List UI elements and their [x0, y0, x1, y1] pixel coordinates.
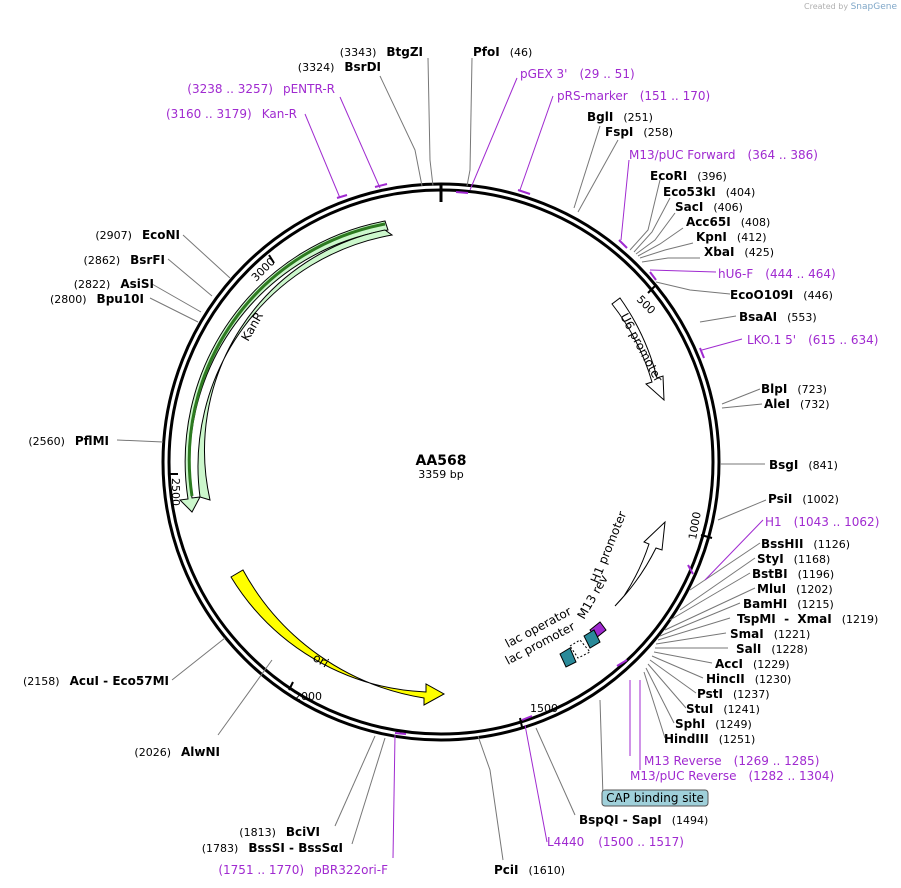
enzyme-label: TspMI - XmaI(1219) [737, 612, 878, 626]
primer-label: L4440(1500 .. 1517) [547, 835, 684, 849]
snapgene-credit: Created by SnapGene [804, 2, 897, 12]
enzyme-label: PstI(1237) [697, 687, 770, 701]
ori-feature [230, 569, 446, 706]
enzyme-label: KpnI(412) [696, 230, 767, 244]
primer-label: H1(1043 .. 1062) [765, 515, 879, 529]
svg-text:500: 500 [634, 293, 658, 317]
backbone-outer [161, 182, 721, 742]
primer-labels: pGEX 3'(29 .. 51) pRS-marker(151 .. 170)… [166, 67, 879, 877]
primer-label: pGEX 3'(29 .. 51) [520, 67, 635, 81]
enzyme-label: BamHI(1215) [743, 597, 834, 611]
enzyme-label: PfoI(46) [473, 45, 532, 59]
enzyme-label: PsiI(1002) [768, 492, 839, 506]
enzyme-label: Eco53kI(404) [663, 185, 755, 199]
kanr-highlight [187, 222, 386, 497]
primer-label: (3160 .. 3179)Kan-R [166, 107, 297, 121]
enzyme-label: BssHII(1126) [761, 537, 850, 551]
enzyme-label: BsgI(841) [769, 458, 838, 472]
svg-text:1000: 1000 [686, 511, 704, 541]
svg-text:2000: 2000 [294, 690, 322, 703]
enzyme-label: HincII(1230) [706, 672, 791, 686]
tick-500: 500 [634, 284, 658, 317]
primer-label: pRS-marker(151 .. 170) [557, 89, 710, 103]
enzyme-label: AccI(1229) [715, 657, 790, 671]
enzyme-label: HindIII(1251) [664, 732, 755, 746]
enzyme-label: BglI(251) [587, 110, 653, 124]
enzyme-label: XbaI(425) [704, 245, 774, 259]
tick-2500: 2500 [169, 473, 182, 506]
enzyme-labels: PfoI(46) BglI(251) FspI(258) EcoRI(396) … [23, 45, 878, 877]
enzyme-label: BspQI - SapI(1494) [579, 813, 708, 827]
enzyme-label: EcoRI(396) [650, 169, 727, 183]
enzyme-label: SphI(1249) [675, 717, 752, 731]
svg-text:2500: 2500 [169, 478, 182, 506]
enzyme-label: (2907)EcoNI [95, 228, 180, 242]
enzyme-label: SalI(1228) [736, 642, 808, 656]
plasmid-length: 3359 bp [418, 468, 463, 481]
enzyme-label: PciI(1610) [494, 863, 565, 877]
ori-label: ori [311, 650, 332, 670]
lac-promoter-feature [569, 639, 591, 659]
enzyme-label: StyI(1168) [757, 552, 830, 566]
enzyme-label: (1783)BssSI - BssSαI [202, 841, 343, 855]
enzyme-label: Acc65I(408) [686, 215, 770, 229]
enzyme-label: BstBI(1196) [752, 567, 834, 581]
h1-promoter-feature [614, 520, 666, 607]
enzyme-label: BlpI(723) [761, 382, 827, 396]
enzyme-label: EcoO109I(446) [730, 288, 833, 302]
enzyme-label: MluI(1202) [757, 582, 833, 596]
primer-lines [304, 77, 764, 859]
enzyme-label: (2158)AcuI - Eco57MI [23, 674, 169, 688]
kanr-inner-band [197, 229, 394, 501]
enzyme-label: (2026)AlwNI [134, 745, 220, 759]
primer-marks [336, 183, 705, 735]
primer-label: M13/pUC Reverse(1282 .. 1304) [630, 769, 834, 783]
primer-label: M13/pUC Forward(364 .. 386) [629, 148, 818, 162]
enzyme-label: BsaAI(553) [739, 310, 817, 324]
cap-site-feature [559, 647, 577, 668]
tick-1000: 1000 [686, 511, 713, 541]
kanr-feature [178, 220, 389, 513]
enzyme-label: (2560)PflMI [28, 434, 109, 448]
enzyme-label: StuI(1241) [686, 702, 760, 716]
enzyme-label: SmaI(1221) [730, 627, 810, 641]
enzyme-label: (2822)AsiSI [74, 277, 154, 291]
svg-text:1500: 1500 [530, 702, 558, 715]
h1-promoter-label: H1 promoter [588, 509, 630, 585]
primer-label: (3238 .. 3257)pENTR-R [187, 82, 335, 96]
enzyme-label: SacI(406) [675, 200, 743, 214]
enzyme-label: FspI(258) [605, 125, 673, 139]
enzyme-label: (3343)BtgZI [340, 45, 423, 59]
enzyme-label: AleI(732) [764, 397, 830, 411]
primer-label: hU6-F(444 .. 464) [718, 267, 836, 281]
tick-2000: 2000 [288, 681, 322, 703]
primer-label: (1751 .. 1770)pBR322ori-F [218, 863, 388, 877]
primer-label: LKO.1 5'(615 .. 634) [747, 333, 879, 347]
cap-binding-site-box: CAP binding site [601, 789, 709, 807]
tick-1500: 1500 [519, 702, 558, 728]
plasmid-name: AA568 [416, 453, 467, 469]
enzyme-label: (2800)Bpu10I [50, 292, 144, 306]
enzyme-label: (2862)BsrFI [84, 253, 165, 267]
u6-promoter-feature [611, 297, 665, 402]
enzyme-label: (1813)BciVI [239, 825, 320, 839]
cap-binding-site-label: CAP binding site [606, 791, 704, 805]
enzyme-lines [116, 57, 767, 861]
lac-operator-feature [583, 629, 601, 649]
u6-promoter-label: U6 promoter [617, 311, 665, 385]
enzyme-label: (3324)BsrDI [298, 60, 381, 74]
primer-label: M13 Reverse(1269 .. 1285) [644, 754, 819, 768]
